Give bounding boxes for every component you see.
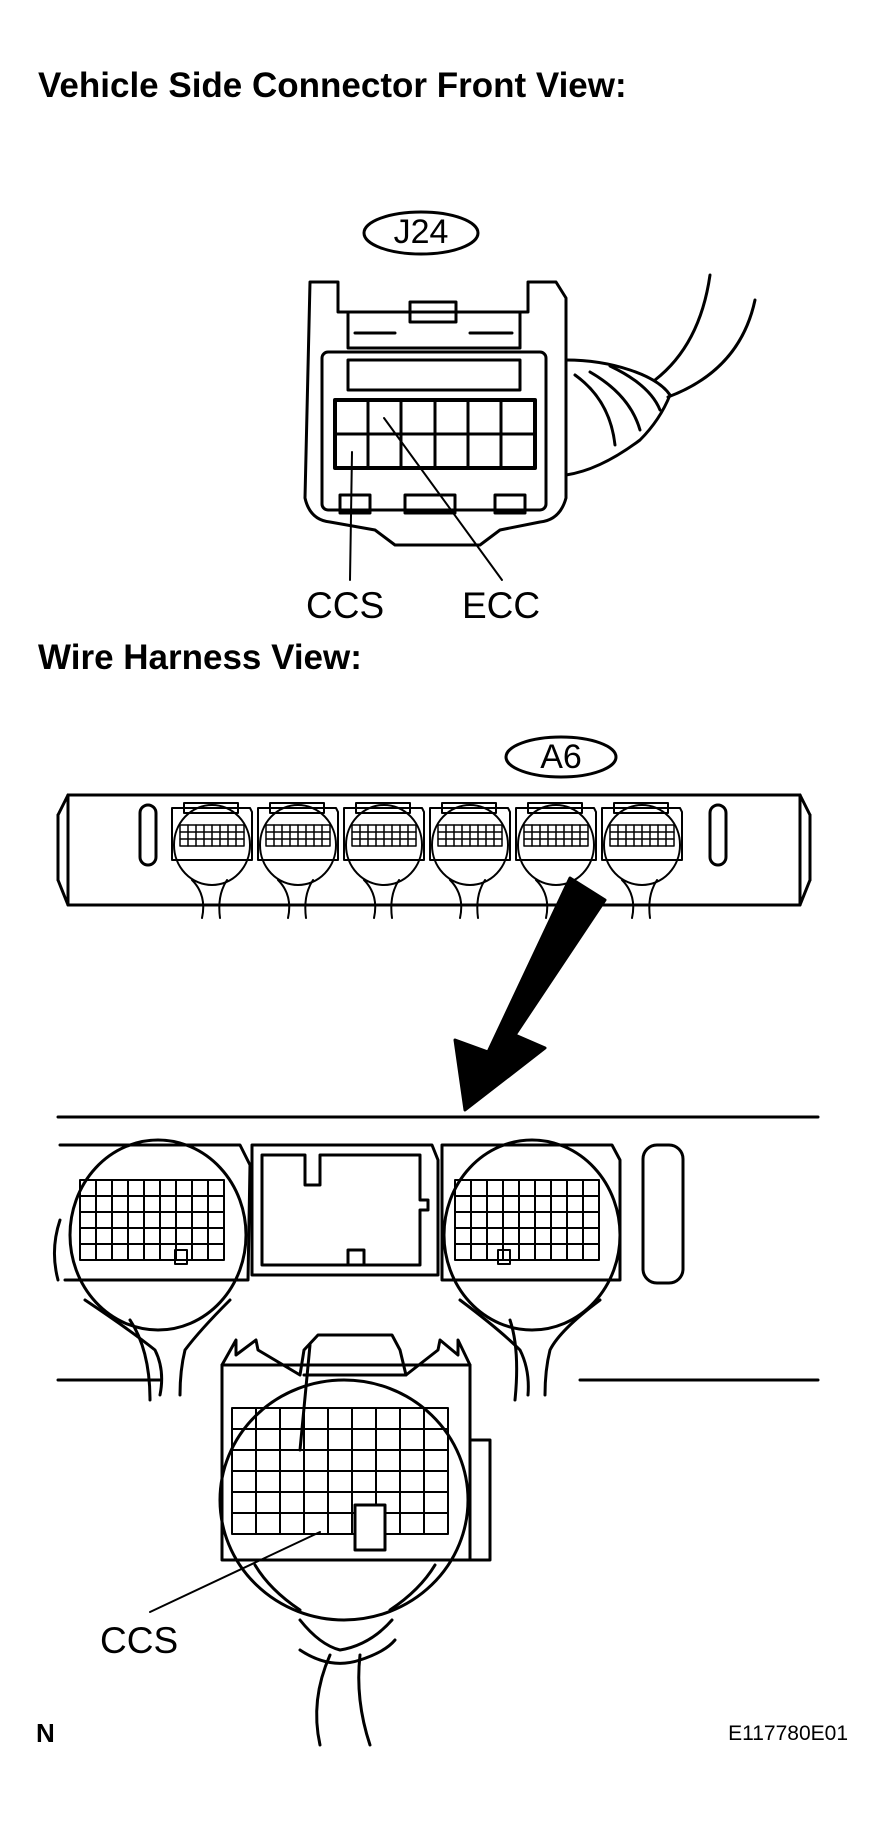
a6-code-label: A6 [540, 738, 582, 776]
j24-code-label: J24 [393, 213, 449, 251]
figure-code: E117780E01 [728, 1722, 848, 1745]
a6-strip-connector [257, 802, 339, 919]
ccs-pin-label-a6: CCS [100, 1620, 179, 1661]
ecc-pin-label-j24: ECC [462, 585, 541, 626]
wire-harness-heading: Wire Harness View: [38, 638, 362, 677]
a6-code-badge [504, 735, 618, 779]
vehicle-side-heading: Vehicle Side Connector Front View: [38, 66, 627, 105]
detail-connector-grid [454, 1179, 600, 1261]
a6-strip-connector [601, 802, 683, 919]
detail-grids [79, 1179, 600, 1265]
a6-strip-connector [343, 802, 425, 919]
direction-arrow [453, 876, 607, 1112]
a6-strip-connector [171, 802, 253, 919]
a6-strip-connector [515, 802, 597, 919]
j24-connector [303, 210, 757, 581]
ccs-pin-label-j24: CCS [306, 585, 385, 626]
footer-mark: N [36, 1718, 55, 1748]
j24-code-badge [362, 210, 480, 256]
detail-connector-grid [79, 1179, 225, 1261]
a6-strip-connector [429, 802, 511, 919]
main-connector-grid [231, 1407, 449, 1535]
a6-harness-strip [56, 735, 812, 1112]
a6-detail [53, 1115, 820, 1747]
a6-small-connectors [171, 802, 683, 919]
